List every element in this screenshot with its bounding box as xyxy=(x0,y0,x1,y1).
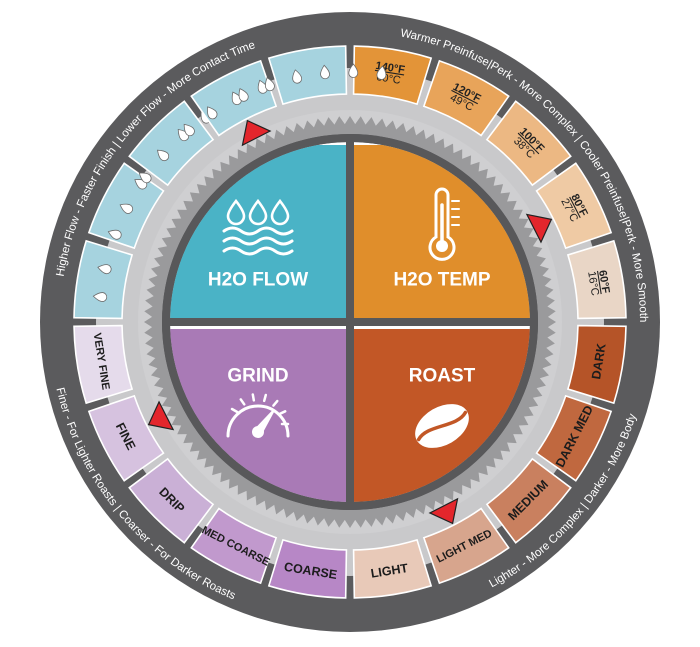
segment-flow-4 xyxy=(238,45,387,106)
quadrant-label-grind: GRIND xyxy=(227,366,288,387)
segment-flow-0 xyxy=(73,239,134,320)
drop-icon xyxy=(376,65,387,80)
segment-temp-4: 60°F16°C xyxy=(566,239,627,320)
segment-roast-4: LIGHT xyxy=(352,538,433,599)
pointers xyxy=(147,119,553,525)
segment-label: LIGHT xyxy=(370,561,410,581)
drop-icon xyxy=(119,203,134,214)
quadrants: H2O FLOW H2O TEMP GRIND ROAST xyxy=(162,134,538,510)
quadrant-label-roast: ROAST xyxy=(409,366,476,387)
temp-f: 60°F xyxy=(596,269,612,294)
drop-icon xyxy=(97,264,112,274)
segment-flow-1 xyxy=(87,162,165,250)
segment-roast-2: MEDIUM xyxy=(485,457,572,544)
gauge-icon xyxy=(226,393,290,438)
segment-temp-1: 120°F49°C xyxy=(422,59,510,137)
segment-roast-3: LIGHT MED xyxy=(422,507,510,585)
quadrant-labels: H2O FLOW H2O TEMP GRIND ROAST xyxy=(208,187,491,448)
segment-roast-1: DARK MED xyxy=(535,394,613,482)
drop-icon xyxy=(265,77,275,92)
pointer-triangle xyxy=(147,400,175,431)
drop-icon xyxy=(92,292,108,302)
segments-flow xyxy=(73,45,387,320)
segment-grind-0: COARSE xyxy=(267,538,348,599)
segment-roast-0: DARK xyxy=(566,324,627,405)
pointer-triangle xyxy=(525,213,553,244)
quadrant-label-temp: H2O TEMP xyxy=(393,270,490,291)
segment-grind-3: FINE xyxy=(87,394,165,482)
pointer-triangle xyxy=(428,497,459,525)
segment-temp-2: 100°F38°C xyxy=(485,100,572,187)
segment-temp-3: 80°F27°C xyxy=(535,162,613,250)
segment-grind-4: VERY FINE xyxy=(73,324,134,405)
segment-grind-1: MED COARSE xyxy=(190,507,278,585)
drop-icon xyxy=(107,229,122,240)
thermometer-icon xyxy=(428,187,460,261)
drop-icon xyxy=(207,106,218,120)
segment-label: DARK xyxy=(589,342,608,380)
coffee-bean-icon xyxy=(415,404,469,448)
temp-c: 16°C xyxy=(585,270,601,296)
water-drops-icon xyxy=(222,198,294,256)
drop-icon xyxy=(348,63,359,78)
drop-icon xyxy=(238,88,249,102)
segment-temp-0: 140°F60°C xyxy=(352,45,433,106)
quadrant-label-flow: H2O FLOW xyxy=(208,270,308,291)
drop-icon xyxy=(183,123,195,137)
segment-grind-2: DRIP xyxy=(128,457,215,544)
drop-icon xyxy=(292,69,302,84)
drop-icon xyxy=(157,149,170,162)
temp-value: 60°F16°C xyxy=(585,269,612,297)
pointer-triangle xyxy=(241,119,272,147)
drop-icon xyxy=(138,172,152,184)
drop-icon xyxy=(320,64,330,80)
